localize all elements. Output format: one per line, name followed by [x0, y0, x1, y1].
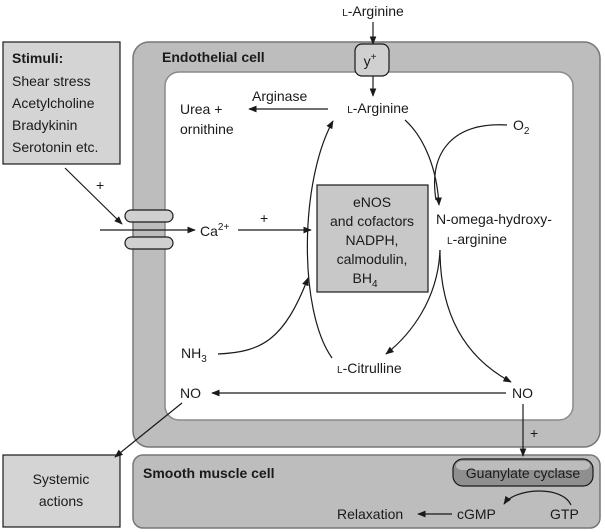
endothelial-cell-title: Endothelial cell: [162, 49, 265, 65]
hydroxy-arginine-line1: N-omega-hydroxy-: [436, 211, 552, 227]
no-left: NO: [180, 385, 201, 401]
systemic-line1: Systemic: [33, 471, 90, 487]
calcium-plus: +: [260, 210, 268, 226]
bh4-label: BH4: [352, 270, 377, 290]
l-citrulline: L-Citrulline: [337, 360, 402, 376]
transporter-label: y+: [364, 52, 377, 69]
enos-line: NADPH,: [346, 232, 399, 248]
guanylate-cyclase-label: Guanylate cyclase: [466, 465, 581, 481]
extracellular-l-arginine: L-Arginine: [342, 3, 404, 19]
y-plus-transporter: [354, 43, 390, 77]
hydroxy-arginine-line2: L-arginine: [447, 231, 507, 247]
systemic-actions-box: [2, 454, 121, 528]
arginase-label: Arginase: [252, 88, 307, 104]
calcium-channel-upper: [124, 209, 174, 223]
enos-line: and cofactors: [330, 213, 414, 229]
stimulus-item: Shear stress: [12, 73, 91, 89]
ammonia-label: NH3: [181, 345, 207, 365]
stimulus-item: Bradykinin: [12, 117, 77, 133]
systemic-line2: actions: [39, 493, 83, 509]
enos-line: eNOS: [353, 194, 391, 210]
calcium-channel-lower: [124, 236, 174, 250]
gtp-label: GTP: [550, 506, 579, 522]
calcium-label: Ca2+: [200, 222, 229, 239]
stimulus-item: Serotonin etc.: [12, 139, 98, 155]
relaxation-label: Relaxation: [337, 506, 403, 522]
stimuli-title: Stimuli:: [12, 50, 63, 66]
enos-box: [316, 184, 429, 293]
cgmp-label: cGMP: [457, 506, 496, 522]
no-plus: +: [530, 425, 538, 441]
stimuli-plus: +: [96, 177, 104, 193]
stimuli-box: [2, 41, 121, 165]
no-right: NO: [512, 385, 533, 401]
intracellular-l-arginine: L-Arginine: [347, 100, 409, 116]
ornithine-label: ornithine: [180, 121, 234, 137]
urea-label: Urea +: [180, 101, 222, 117]
smooth-muscle-cell-title: Smooth muscle cell: [143, 465, 274, 481]
enos-line: calmodulin,: [337, 251, 408, 267]
oxygen-label: O2: [513, 117, 530, 137]
stimulus-item: Acetylcholine: [12, 95, 95, 111]
